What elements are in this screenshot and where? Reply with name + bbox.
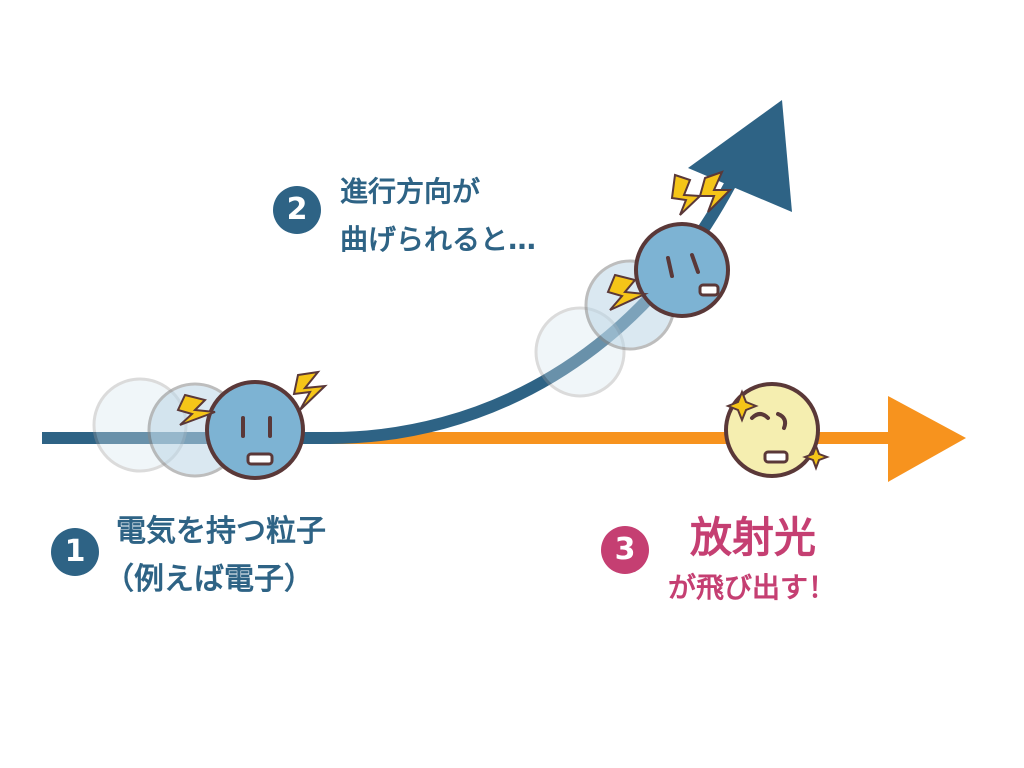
step-3-subtitle: が飛び出す！	[668, 571, 837, 604]
step-1-line2: （例えば電子）	[104, 562, 314, 597]
step-1-line1: 電気を持つ粒子	[116, 514, 326, 549]
step-1-badge: 1	[51, 528, 99, 576]
sparkle-icon	[725, 389, 759, 423]
step-2-badge: 2	[273, 186, 321, 234]
light-path-arrow	[330, 396, 966, 482]
spark-icon	[670, 173, 703, 216]
spark-icon	[176, 393, 216, 426]
sparkle-icon	[802, 443, 830, 471]
step-2-line1: 進行方向が	[340, 175, 481, 208]
step-3-badge: 3	[601, 526, 649, 574]
spark-icon	[606, 273, 649, 311]
electron-character-bent	[606, 170, 733, 318]
spark-icon	[698, 170, 733, 213]
electron-character	[176, 370, 328, 480]
step-3-title: 放射光	[690, 513, 817, 562]
spark-icon	[292, 370, 328, 411]
step-2-line2: 曲げられると…	[340, 223, 537, 256]
light-character	[724, 382, 830, 478]
